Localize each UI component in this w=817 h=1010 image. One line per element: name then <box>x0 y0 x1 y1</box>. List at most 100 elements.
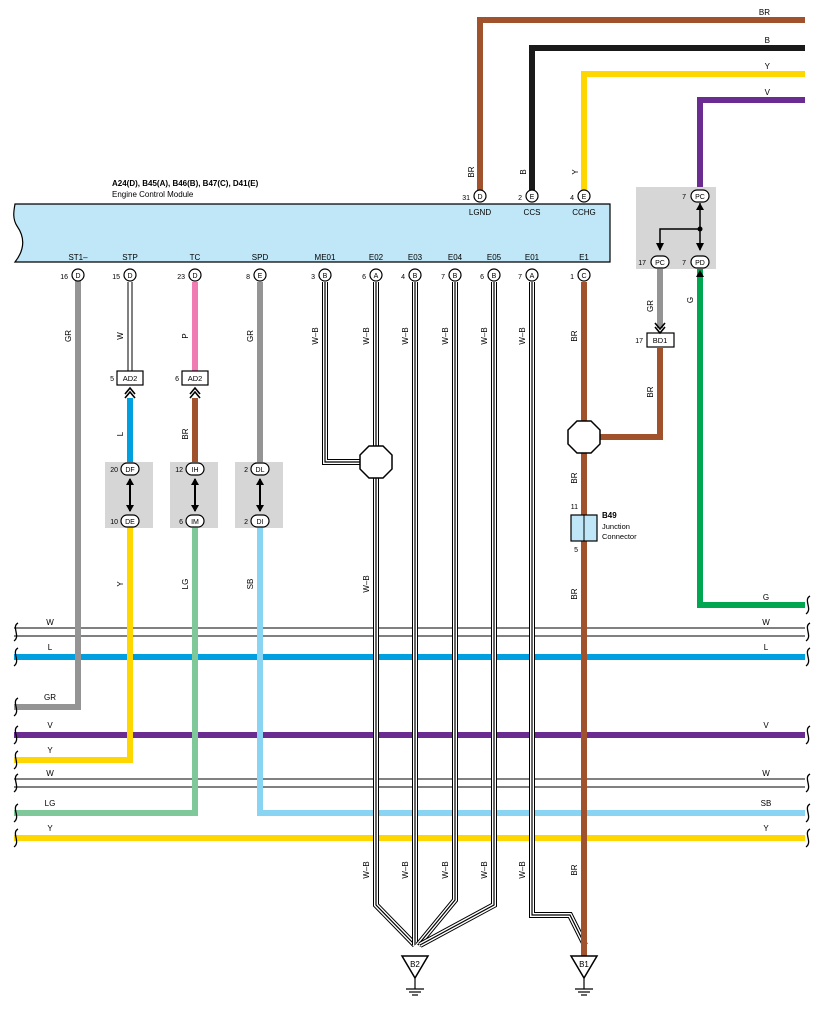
connector-dl-di-bottom <box>250 514 270 528</box>
wire-tc-lg <box>14 528 198 816</box>
connector-dl-di-arrow-up <box>256 478 264 485</box>
junction-code: B49 <box>602 511 617 520</box>
connector-pd <box>690 255 710 269</box>
vlabel-wb-5: W–B <box>518 327 527 344</box>
connector-ih-im-top <box>185 462 205 476</box>
ecm-bottom-pin-num-3: 8 <box>246 274 250 281</box>
bus-squiggle-left-1 <box>13 647 19 667</box>
connector-ih-im-arrow-down <box>191 505 199 512</box>
vlabel-stp: W <box>116 332 125 340</box>
connector-dl-di-top <box>250 462 270 476</box>
ground-b1 <box>569 955 599 980</box>
vlabel-bd1: BR <box>646 386 655 397</box>
junction-name2: Connector <box>602 532 637 541</box>
vlabel-wb-11: W–B <box>518 861 527 878</box>
bus-squiggle-right-1 <box>805 647 811 667</box>
ecm-bottom-pin-8-letter: B <box>492 273 497 280</box>
vlabel-wb-2: W–B <box>401 327 410 344</box>
ecm-bottom-pin-9-letter: A <box>530 273 535 280</box>
arrow-ad2-a-2 <box>124 390 136 399</box>
connector-ih-im-bottom <box>185 514 205 528</box>
arrow-bd1-2 <box>654 322 666 331</box>
vlabel-spd: GR <box>246 330 255 342</box>
ground-b2-label: B2 <box>410 960 420 969</box>
connector-df-de-top-code: DF <box>125 467 134 474</box>
vlabel-e1-3: BR <box>570 588 579 599</box>
ecm-bottom-pin-10 <box>577 268 591 282</box>
connector-dl-di-top-code: DL <box>256 467 265 474</box>
vlabel-stp-low: L <box>116 431 125 436</box>
connector-ih-im-top-code: IH <box>192 467 199 474</box>
vlabel-pc: GR <box>646 300 655 312</box>
arrow-bd1 <box>654 326 666 335</box>
bus-label-right-6: SB <box>761 799 772 808</box>
splice-br <box>567 420 601 454</box>
wire-e01 <box>529 282 588 947</box>
ecm-bottom-pin-label-9: E01 <box>525 253 540 262</box>
wire-spd-sb <box>257 528 805 816</box>
ecm-bottom-pin-label-3: SPD <box>252 253 269 262</box>
bus-squiggle-right-6 <box>805 803 811 823</box>
wire-e02 <box>373 282 418 948</box>
connector-pc-top-num: 7 <box>682 194 686 201</box>
connector-df-de-bottom-num: 10 <box>110 519 118 526</box>
ecm-bottom-pin-label-0: ST1– <box>68 253 88 262</box>
ecm-box <box>13 203 611 263</box>
vlabel-e1-1: BR <box>570 330 579 341</box>
ecm-top-pin-2 <box>577 189 591 203</box>
connector-dl-di-bottom-num: 2 <box>244 519 248 526</box>
vlabel-wb-10: W–B <box>480 861 489 878</box>
vlabel-wb-8: W–B <box>401 861 410 878</box>
wire-me01-center <box>324 282 360 463</box>
ecm-bottom-pin-num-1: 15 <box>112 274 120 281</box>
bus-label-left-4: Y <box>47 746 53 755</box>
ecm-bottom-pin-label-7: E04 <box>448 253 463 262</box>
ecm-bottom-pin-label-8: E05 <box>487 253 502 262</box>
wire-stp-y <box>14 528 133 763</box>
connector-df-de-bottom <box>120 514 140 528</box>
ecm-top-pin-label-2: CCHG <box>572 208 596 217</box>
bus-label-left-3: V <box>47 721 53 730</box>
wire-e04-inner <box>416 282 457 947</box>
ecm-name: Engine Control Module <box>112 190 194 199</box>
ecm-bottom-pin-label-2: TC <box>190 253 201 262</box>
vlabel-e1-4: BR <box>570 864 579 875</box>
connector-bd1-code: BD1 <box>653 336 668 345</box>
wire-e01-inner <box>530 282 587 946</box>
connector-ih-im-top-num: 12 <box>175 467 183 474</box>
bus-label-right-1: L <box>764 643 769 652</box>
connector-pd-num: 7 <box>682 260 686 267</box>
ecm-bottom-pin-num-5: 6 <box>362 274 366 281</box>
ecm-bottom-pin-label-1: STP <box>122 253 138 262</box>
wire-e02-inner <box>374 282 417 947</box>
ecm-bottom-pin-num-4: 3 <box>311 274 315 281</box>
vlabel-wb-7: W–B <box>362 861 371 878</box>
top-wire-Y <box>581 71 805 190</box>
top-wire-BR <box>477 17 805 190</box>
ecm-bottom-pin-1-letter: D <box>127 273 132 280</box>
connector-pd-code: PD <box>695 260 705 267</box>
arrow-ad2-b-2 <box>189 390 201 399</box>
ecm-bottom-pin-4-letter: B <box>323 273 328 280</box>
top-wire-label-3: V <box>765 88 771 97</box>
ecm-top-pin-num-1: 2 <box>518 195 522 202</box>
wire-bd1-br <box>600 348 663 440</box>
connector-pc-low-num: 17 <box>638 260 646 267</box>
top-vlabel-br: BR <box>467 166 476 177</box>
connector-df-de-top-num: 20 <box>110 467 118 474</box>
bus-label-right-0: W <box>762 618 770 627</box>
ecm-top-pin-label-0: LGND <box>469 208 491 217</box>
bus-label-right-3: V <box>763 721 769 730</box>
pc-arrow-top <box>696 203 704 210</box>
ecm-top-pin-num-2: 4 <box>570 195 574 202</box>
ground-b2 <box>400 955 430 980</box>
ecm-bottom-pin-8 <box>487 268 501 282</box>
ecm-top-pin-1-letter: E <box>530 194 535 201</box>
connector-pc-low <box>650 255 670 269</box>
bus-squiggle-left-0 <box>13 622 19 642</box>
ecm-bottom-pin-label-10: E1 <box>579 253 589 262</box>
vlabel-tc-out: LG <box>181 579 190 590</box>
bus-label-right-5: W <box>762 769 770 778</box>
connector-dl-di-bottom-code: DI <box>257 519 264 526</box>
